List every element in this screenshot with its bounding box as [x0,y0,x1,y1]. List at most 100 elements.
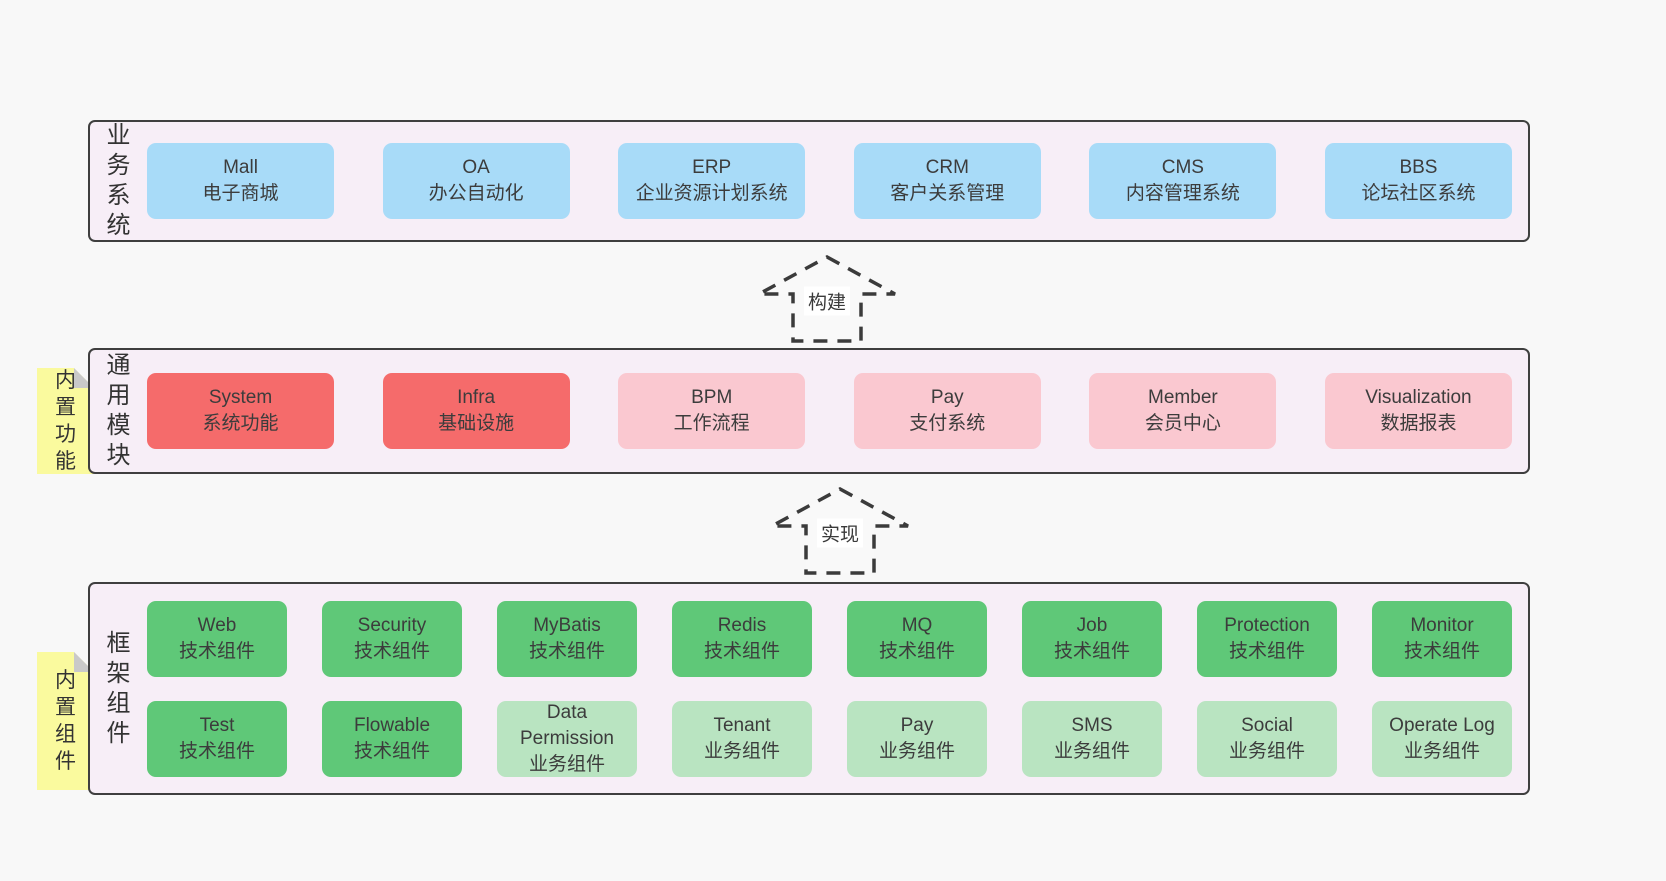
box-title: SMS [1071,714,1113,736]
sticky-note-label: 内置功能 [55,369,76,473]
box-subtitle: 业务组件 [1053,740,1130,762]
box-flowable: Flowable 技术组件 [322,700,462,777]
box-title: Data Permission [520,701,614,749]
box-subtitle: 技术组件 [1403,640,1480,662]
box-subtitle: 技术组件 [703,640,780,662]
box-title: Redis [717,614,767,636]
box-oa: OA 办公自动化 [382,143,570,219]
box-subtitle: 会员中心 [1144,413,1221,434]
build-arrow: 构建 [757,255,897,343]
implement-arrow: 实现 [770,487,910,575]
sticky-note-builtin-components: 内置组件 [37,652,94,790]
box-monitor: Monitor 技术组件 [1372,600,1512,677]
box-title: Web [197,614,237,636]
box-title: CRM [925,157,969,178]
box-pay-component: Pay 业务组件 [847,700,987,777]
box-data-permission: Data Permission 业务组件 [497,700,637,777]
box-subtitle: 业务组件 [528,753,605,775]
box-subtitle: 工作流程 [673,413,750,434]
box-title: Job [1076,614,1108,636]
sticky-note-label: 内置组件 [55,669,76,773]
box-erp: ERP 企业资源计划系统 [618,143,806,219]
box-title: Pay [900,714,934,736]
framework-row-1: Web 技术组件 Security 技术组件 MyBatis 技术组件 Redi… [147,600,1512,677]
box-title: Tenant [713,714,771,736]
box-mq: MQ 技术组件 [847,600,987,677]
box-title: ERP [692,157,732,178]
box-subtitle: 技术组件 [1053,640,1130,662]
panel-label-column: 框架组件 [90,584,147,793]
box-title: Operate Log [1389,714,1495,736]
box-pay-module: Pay 支付系统 [853,373,1041,449]
box-protection: Protection 技术组件 [1197,600,1337,677]
panel-label: 业务系统 [106,122,131,239]
common-modules-panel: 通用模块 System 系统功能 Infra 基础设施 BPM 工作流程 Pay… [88,348,1530,474]
box-subtitle: 技术组件 [878,640,955,662]
build-arrow-label: 构建 [803,286,851,316]
box-title: Mall [223,157,258,178]
box-subtitle: 企业资源计划系统 [635,183,788,204]
box-subtitle: 办公自动化 [428,183,524,204]
box-title: Protection [1224,614,1310,636]
box-system: System 系统功能 [147,373,334,449]
box-subtitle: 论坛社区系统 [1361,183,1476,204]
box-title: Monitor [1410,614,1474,636]
box-title: OA [462,157,490,178]
box-title: Pay [930,387,964,408]
box-visualization: Visualization 数据报表 [1324,373,1512,449]
box-subtitle: 业务组件 [703,740,780,762]
box-title: System [208,387,273,408]
box-social: Social 业务组件 [1197,700,1337,777]
panel-label-column: 通用模块 [90,350,147,472]
box-subtitle: 数据报表 [1380,413,1457,434]
box-operate-log: Operate Log 业务组件 [1372,700,1512,777]
box-subtitle: 业务组件 [1403,740,1480,762]
box-test: Test 技术组件 [147,700,287,777]
box-job: Job 技术组件 [1022,600,1162,677]
box-mall: Mall 电子商城 [147,143,334,219]
box-bpm: BPM 工作流程 [618,373,806,449]
box-title: BPM [691,387,733,408]
framework-components-panel: 框架组件 Web 技术组件 Security 技术组件 MyBatis 技术组件… [88,582,1530,795]
box-title: BBS [1399,157,1438,178]
business-systems-panel: 业务系统 Mall 电子商城 OA 办公自动化 ERP 企业资源计划系统 CRM… [88,120,1530,242]
box-title: Flowable [353,714,431,736]
box-title: MyBatis [533,614,601,636]
box-subtitle: 技术组件 [178,740,255,762]
box-subtitle: 基础设施 [438,413,515,434]
box-redis: Redis 技术组件 [672,600,812,677]
box-title: Member [1148,387,1218,408]
box-subtitle: 系统功能 [202,413,279,434]
box-web: Web 技术组件 [147,600,287,677]
implement-arrow-label: 实现 [816,518,864,548]
module-boxes-row: System 系统功能 Infra 基础设施 BPM 工作流程 Pay 支付系统… [147,350,1528,472]
box-title: Security [357,614,427,636]
box-cms: CMS 内容管理系统 [1089,143,1277,219]
box-title: Visualization [1365,387,1472,408]
panel-label: 框架组件 [106,629,131,747]
box-subtitle: 业务组件 [1228,740,1305,762]
box-mybatis: MyBatis 技术组件 [497,600,637,677]
box-title: Infra [457,387,496,408]
box-title: Social [1241,714,1293,736]
box-tenant: Tenant 业务组件 [672,700,812,777]
box-crm: CRM 客户关系管理 [853,143,1041,219]
box-subtitle: 支付系统 [909,413,986,434]
box-title: MQ [901,614,933,636]
sticky-note-builtin-features: 内置功能 [37,368,94,474]
box-subtitle: 技术组件 [353,640,430,662]
box-subtitle: 技术组件 [178,640,255,662]
box-member: Member 会员中心 [1089,373,1277,449]
box-subtitle: 客户关系管理 [890,183,1005,204]
box-bbs: BBS 论坛社区系统 [1324,143,1512,219]
box-subtitle: 业务组件 [878,740,955,762]
framework-boxes-grid: Web 技术组件 Security 技术组件 MyBatis 技术组件 Redi… [147,584,1528,793]
box-subtitle: 电子商城 [202,183,279,204]
box-subtitle: 技术组件 [1228,640,1305,662]
box-subtitle: 技术组件 [528,640,605,662]
box-subtitle: 技术组件 [353,740,430,762]
panel-label: 通用模块 [106,352,131,469]
box-title: CMS [1161,157,1204,178]
business-boxes-row: Mall 电子商城 OA 办公自动化 ERP 企业资源计划系统 CRM 客户关系… [147,122,1528,240]
box-subtitle: 内容管理系统 [1125,183,1240,204]
